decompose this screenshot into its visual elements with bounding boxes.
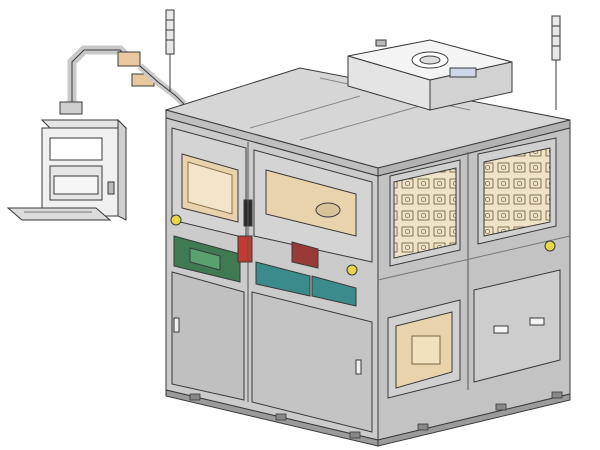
- warning-button-icon: [170, 214, 182, 226]
- warning-button-icon: [544, 240, 556, 252]
- fan-filter-unit-icon: [347, 39, 513, 111]
- signal-tower-icon: [551, 15, 561, 110]
- front-right-face: [377, 127, 571, 447]
- enclosure-feet: [189, 391, 563, 439]
- signal-tower-icon: [165, 9, 175, 92]
- door-handle-icon: [355, 359, 362, 375]
- door-handle-icon: [173, 317, 180, 333]
- door-handle-icon: [493, 325, 509, 334]
- fume-extraction-arm-icon: [59, 45, 187, 115]
- front-left-face: [165, 117, 379, 447]
- warning-button-icon: [346, 264, 358, 276]
- door-handle-icon: [529, 317, 545, 326]
- enclosure-roof: [164, 67, 571, 177]
- side-workstation: [6, 118, 128, 221]
